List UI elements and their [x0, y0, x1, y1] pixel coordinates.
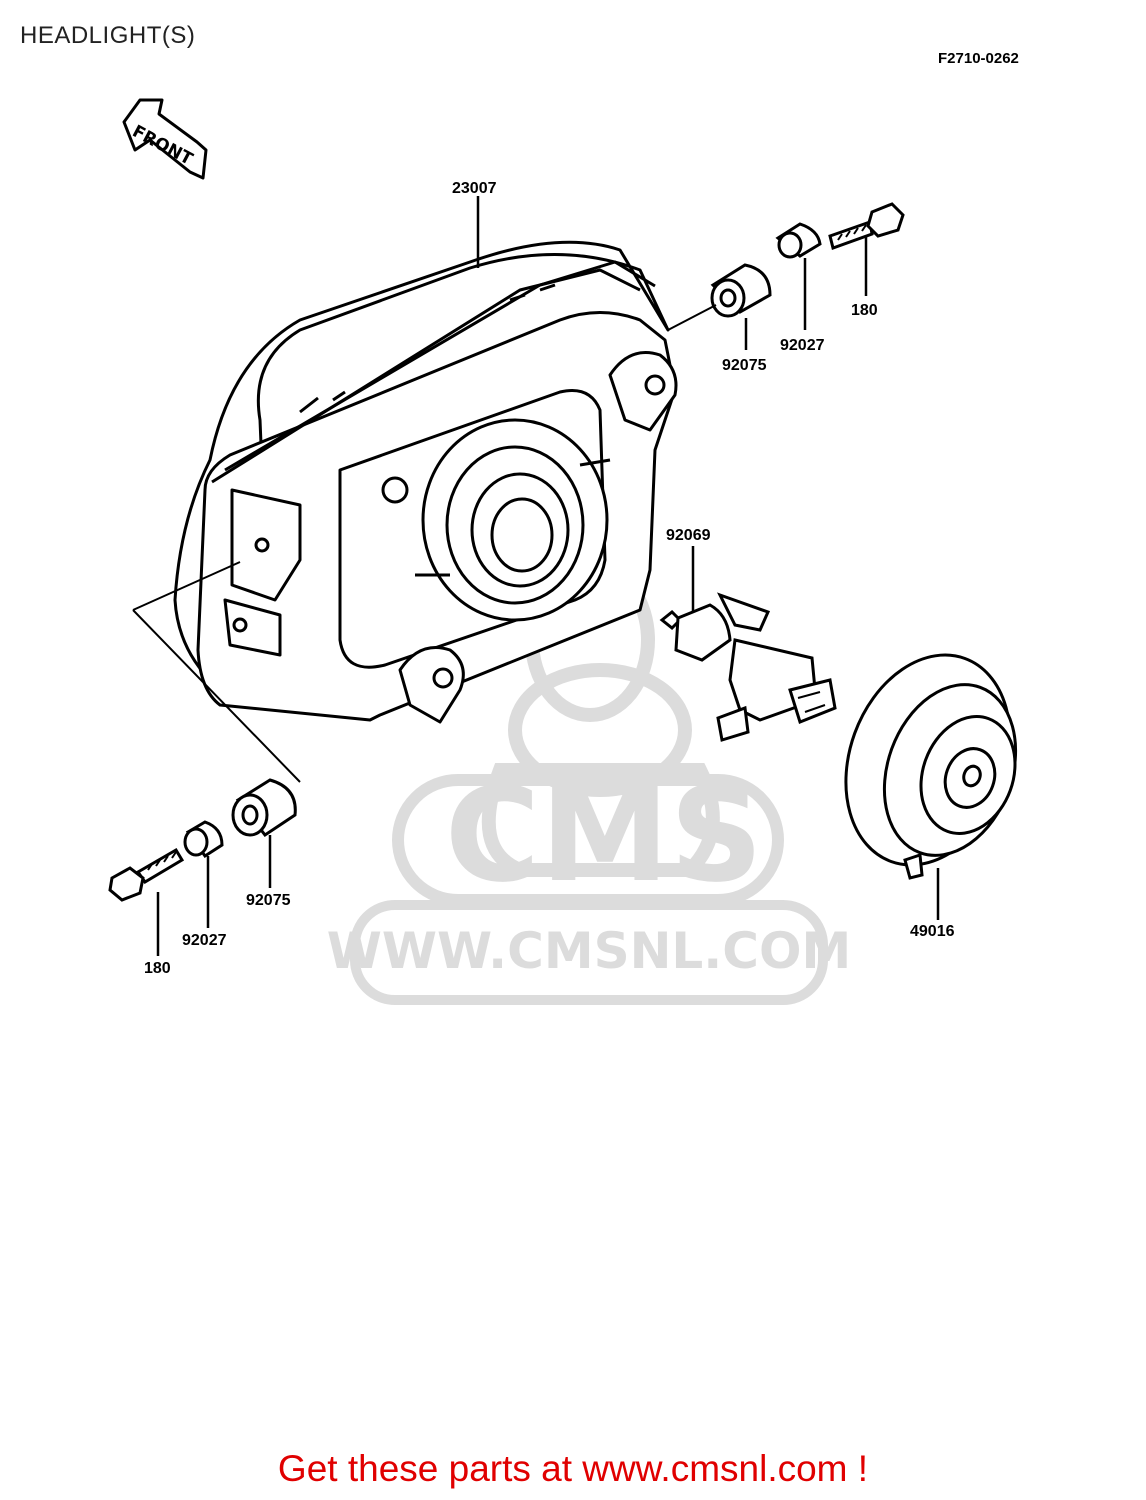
part-label-92027-bottom: 92027 — [182, 932, 227, 949]
part-label-92069: 92069 — [666, 527, 711, 544]
watermark-url: WWW.CMSNL.COM — [327, 922, 852, 980]
cap — [844, 653, 1018, 880]
collar-top — [775, 222, 822, 259]
diagram-code: F2710-0262 — [938, 50, 1019, 67]
part-label-92027-top: 92027 — [780, 337, 825, 354]
part-label-180-bottom: 180 — [144, 960, 171, 977]
part-label-92075-bottom: 92075 — [246, 892, 291, 909]
grommet-top — [710, 263, 772, 318]
grommet-bottom — [231, 778, 297, 838]
page-title: HEADLIGHT(S) — [20, 22, 196, 49]
bolt-top — [828, 202, 905, 250]
part-label-180-top: 180 — [851, 302, 878, 319]
bulb — [659, 592, 837, 742]
part-label-49016: 49016 — [910, 923, 955, 940]
cms-watermark: CMS WWW.CMSNL.COM — [327, 558, 852, 1005]
part-label-23007: 23007 — [452, 180, 497, 197]
watermark-brand: CMS — [445, 759, 763, 911]
front-arrow-icon: FRONT — [122, 98, 208, 180]
headlight-housing — [132, 240, 678, 783]
bolt-bottom — [108, 847, 185, 902]
part-label-92075-top: 92075 — [722, 357, 767, 374]
mount-line-top — [667, 304, 717, 331]
collar-bottom — [183, 820, 224, 859]
footer-cta-link[interactable]: Get these parts at www.cmsnl.com ! — [277, 1448, 869, 1489]
